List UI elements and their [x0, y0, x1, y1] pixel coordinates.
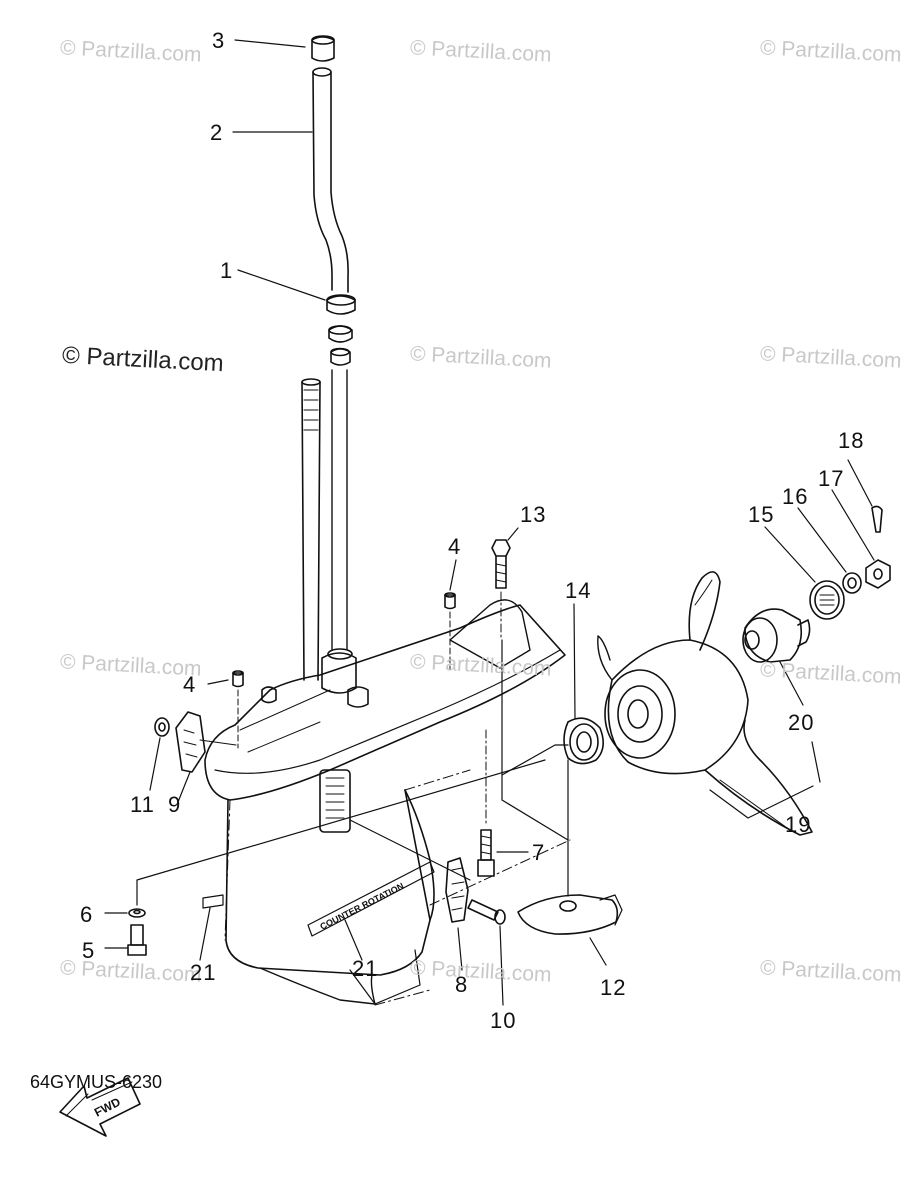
nut-17	[865, 559, 891, 589]
washer-15	[809, 580, 845, 620]
callout-7: 7	[532, 840, 546, 865]
callout-12: 12	[600, 975, 627, 1000]
callout-4-lower: 4	[183, 672, 197, 697]
thrust-washer-14	[563, 717, 604, 765]
callout-4-upper: 4	[448, 534, 462, 559]
callout-13: 13	[520, 502, 547, 527]
grommet-11	[154, 717, 170, 737]
callout-17: 17	[818, 466, 845, 491]
cotter-pin-18	[871, 505, 883, 533]
washer-6	[128, 908, 146, 918]
bolt-10	[467, 899, 506, 925]
callout-3: 3	[212, 28, 226, 53]
callout-11: 11	[130, 792, 155, 817]
callout-15: 15	[748, 502, 775, 527]
callout-8: 8	[455, 972, 469, 997]
callout-5: 5	[82, 938, 96, 963]
callout-20: 20	[788, 710, 815, 735]
anode-9	[175, 711, 206, 773]
washer-16	[842, 572, 862, 594]
dowel-pin-lower	[232, 670, 244, 749]
callout-19: 19	[785, 812, 812, 837]
bolt-5	[127, 924, 147, 956]
anode-8	[445, 857, 469, 923]
dowel-pin-upper	[444, 592, 456, 671]
callout-2: 2	[210, 120, 224, 145]
callout-9: 9	[168, 792, 182, 817]
trim-tab-12	[517, 894, 623, 935]
water-tube	[312, 67, 349, 293]
drive-shaft	[301, 378, 321, 681]
callout-10: 10	[490, 1008, 517, 1033]
callout-18: 18	[838, 428, 865, 453]
bolt-13	[491, 539, 511, 589]
callout-16: 16	[782, 484, 809, 509]
callout-21-right: 21	[352, 956, 379, 981]
callout-21-left: 21	[190, 960, 217, 985]
callout-6: 6	[80, 902, 94, 927]
callout-14: 14	[565, 578, 592, 603]
seal-stack	[326, 294, 356, 366]
spacer-20	[742, 608, 811, 663]
counter-rotation-decal: COUNTER ROTATION	[318, 881, 405, 932]
diagram-code: 64GYMUS-6230	[30, 1072, 163, 1092]
callout-1: 1	[220, 258, 234, 283]
bolt-7	[477, 829, 495, 877]
grommet-top	[311, 35, 335, 62]
propeller-19	[597, 571, 813, 836]
